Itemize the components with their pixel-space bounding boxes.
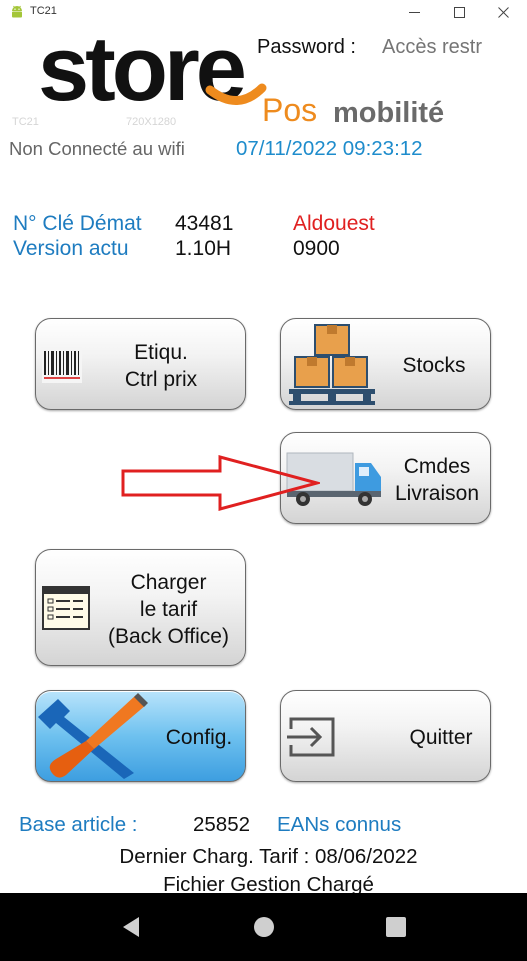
window-titlebar: TC21 bbox=[0, 0, 527, 24]
cle-label: N° Clé Démat bbox=[13, 212, 142, 235]
cmdes-label-1: Cmdes bbox=[403, 455, 471, 478]
quitter-button[interactable]: Quitter bbox=[280, 690, 491, 782]
logo-store-text: store bbox=[38, 30, 245, 114]
minimize-button[interactable] bbox=[400, 2, 428, 22]
base-article-value: 25852 bbox=[193, 813, 251, 836]
store-code: 0900 bbox=[293, 237, 340, 260]
config-button[interactable]: Config. bbox=[35, 690, 246, 782]
version-label: Version actu bbox=[13, 237, 129, 260]
stocks-label: Stocks bbox=[402, 354, 466, 377]
android-icon bbox=[12, 5, 22, 18]
device-resolution: 720X1280 bbox=[126, 116, 177, 128]
stocks-button[interactable]: Stocks bbox=[280, 318, 491, 410]
dernier-charg-tarif: Dernier Charg. Tarif : 08/06/2022 bbox=[119, 845, 418, 868]
home-icon[interactable] bbox=[252, 915, 276, 939]
password-label: Password : bbox=[257, 36, 356, 58]
store-logo: store bbox=[38, 30, 267, 114]
wifi-status: Non Connecté au wifi bbox=[9, 138, 185, 159]
brand-mobilite: mobilité bbox=[333, 97, 445, 129]
version-value: 1.10H bbox=[175, 237, 232, 260]
store-name: Aldouest bbox=[293, 212, 375, 235]
charger-tarif-button[interactable]: Charger le tarif (Back Office) bbox=[35, 549, 246, 666]
charger-label-3: (Back Office) bbox=[108, 625, 229, 648]
minimize-icon bbox=[408, 11, 420, 13]
close-icon bbox=[497, 6, 509, 18]
close-button[interactable] bbox=[489, 2, 517, 22]
delivery-truck-icon bbox=[286, 452, 381, 506]
cmdes-livraison-button[interactable]: Cmdes Livraison bbox=[280, 432, 491, 524]
recents-icon[interactable] bbox=[384, 915, 408, 939]
maximize-button[interactable] bbox=[445, 2, 473, 22]
android-navbar bbox=[0, 893, 527, 961]
password-input[interactable] bbox=[382, 36, 500, 59]
base-article-label: Base article : bbox=[19, 813, 138, 836]
cle-value: 43481 bbox=[175, 212, 234, 235]
window-title: TC21 bbox=[30, 5, 57, 17]
fichier-gestion: Fichier Gestion Chargé bbox=[163, 873, 374, 896]
back-icon[interactable] bbox=[119, 915, 143, 939]
etiquette-label-2: Ctrl prix bbox=[124, 368, 198, 391]
brand-pos: Pos bbox=[262, 92, 318, 128]
charger-label-1: Charger bbox=[130, 571, 207, 594]
device-model: TC21 bbox=[12, 116, 39, 128]
tools-icon bbox=[38, 693, 148, 779]
eans-connus: EANs connus bbox=[277, 813, 402, 836]
charger-label-2: le tarif bbox=[139, 598, 198, 621]
etiquette-button[interactable]: Etiqu. Ctrl prix bbox=[35, 318, 246, 410]
maximize-icon bbox=[453, 6, 465, 18]
etiquette-label-1: Etiqu. bbox=[134, 341, 188, 364]
red-arrow-icon bbox=[121, 455, 320, 511]
quitter-label: Quitter bbox=[409, 726, 473, 749]
datetime: 07/11/2022 09:23:12 bbox=[236, 137, 423, 160]
boxes-pallet-icon bbox=[289, 324, 375, 405]
exit-icon bbox=[287, 717, 335, 757]
cmdes-label-2: Livraison bbox=[394, 482, 480, 505]
config-label: Config. bbox=[165, 726, 233, 749]
price-list-icon bbox=[42, 586, 90, 630]
barcode-icon bbox=[42, 347, 82, 383]
